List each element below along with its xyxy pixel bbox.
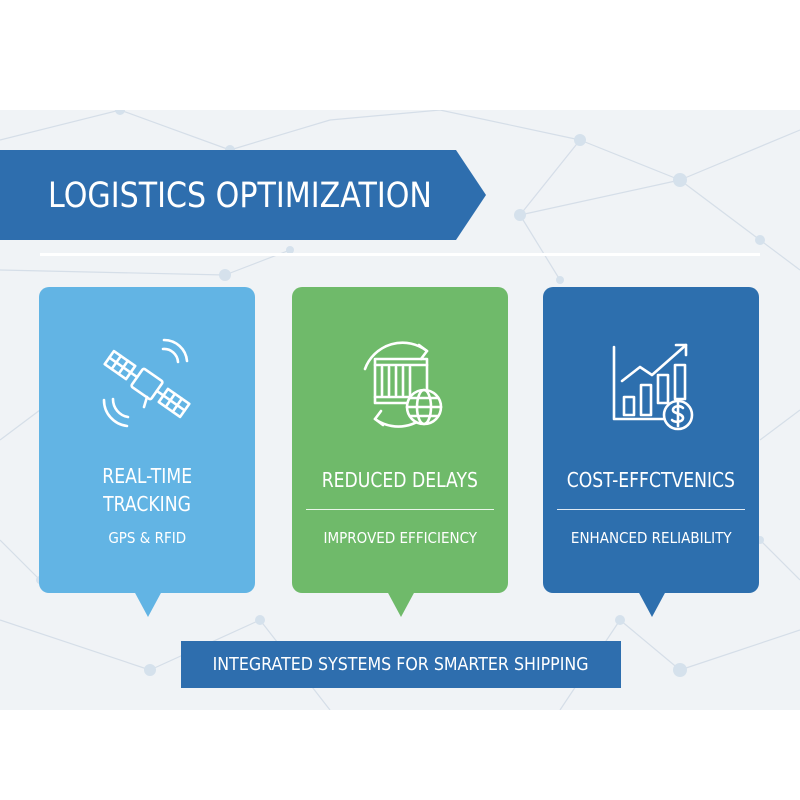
network-pattern xyxy=(0,110,800,710)
card-subtitle: IMPROVED EFFICIENCY xyxy=(323,529,477,547)
growth-chart-dollar-icon xyxy=(612,343,694,431)
card-pointer xyxy=(638,591,666,617)
tagline-banner: INTEGRATED SYSTEMS FOR SMARTER SHIPPING xyxy=(181,641,621,688)
card-reduced-delays: REDUCED DELAYS IMPROVED EFFICIENCY xyxy=(292,287,508,617)
page-title: LOGISTICS OPTIMIZATION xyxy=(48,176,432,216)
card-divider xyxy=(557,509,745,510)
card-pointer xyxy=(134,591,162,617)
card-subtitle: ENHANCED RELIABILITY xyxy=(570,529,732,547)
container-globe-icon xyxy=(363,341,443,428)
card-divider xyxy=(306,509,494,510)
card-title-line2: TRACKING xyxy=(103,492,191,516)
card-real-time-tracking: REAL-TIME TRACKING GPS & RFID xyxy=(39,287,255,617)
header-divider xyxy=(40,253,760,256)
satellite-icon xyxy=(102,338,191,428)
title-banner: LOGISTICS OPTIMIZATION xyxy=(0,150,486,240)
card-title: REDUCED DELAYS xyxy=(321,468,479,492)
card-title: COST-EFFCTVENICS xyxy=(566,468,736,492)
card-title: REAL-TIME xyxy=(102,464,192,488)
card-cost-effectiveness: COST-EFFCTVENICS ENHANCED RELIABILITY xyxy=(543,287,759,617)
card-pointer xyxy=(387,591,415,617)
card-subtitle: GPS & RFID xyxy=(108,529,186,547)
tagline-text: INTEGRATED SYSTEMS FOR SMARTER SHIPPING xyxy=(213,654,589,675)
